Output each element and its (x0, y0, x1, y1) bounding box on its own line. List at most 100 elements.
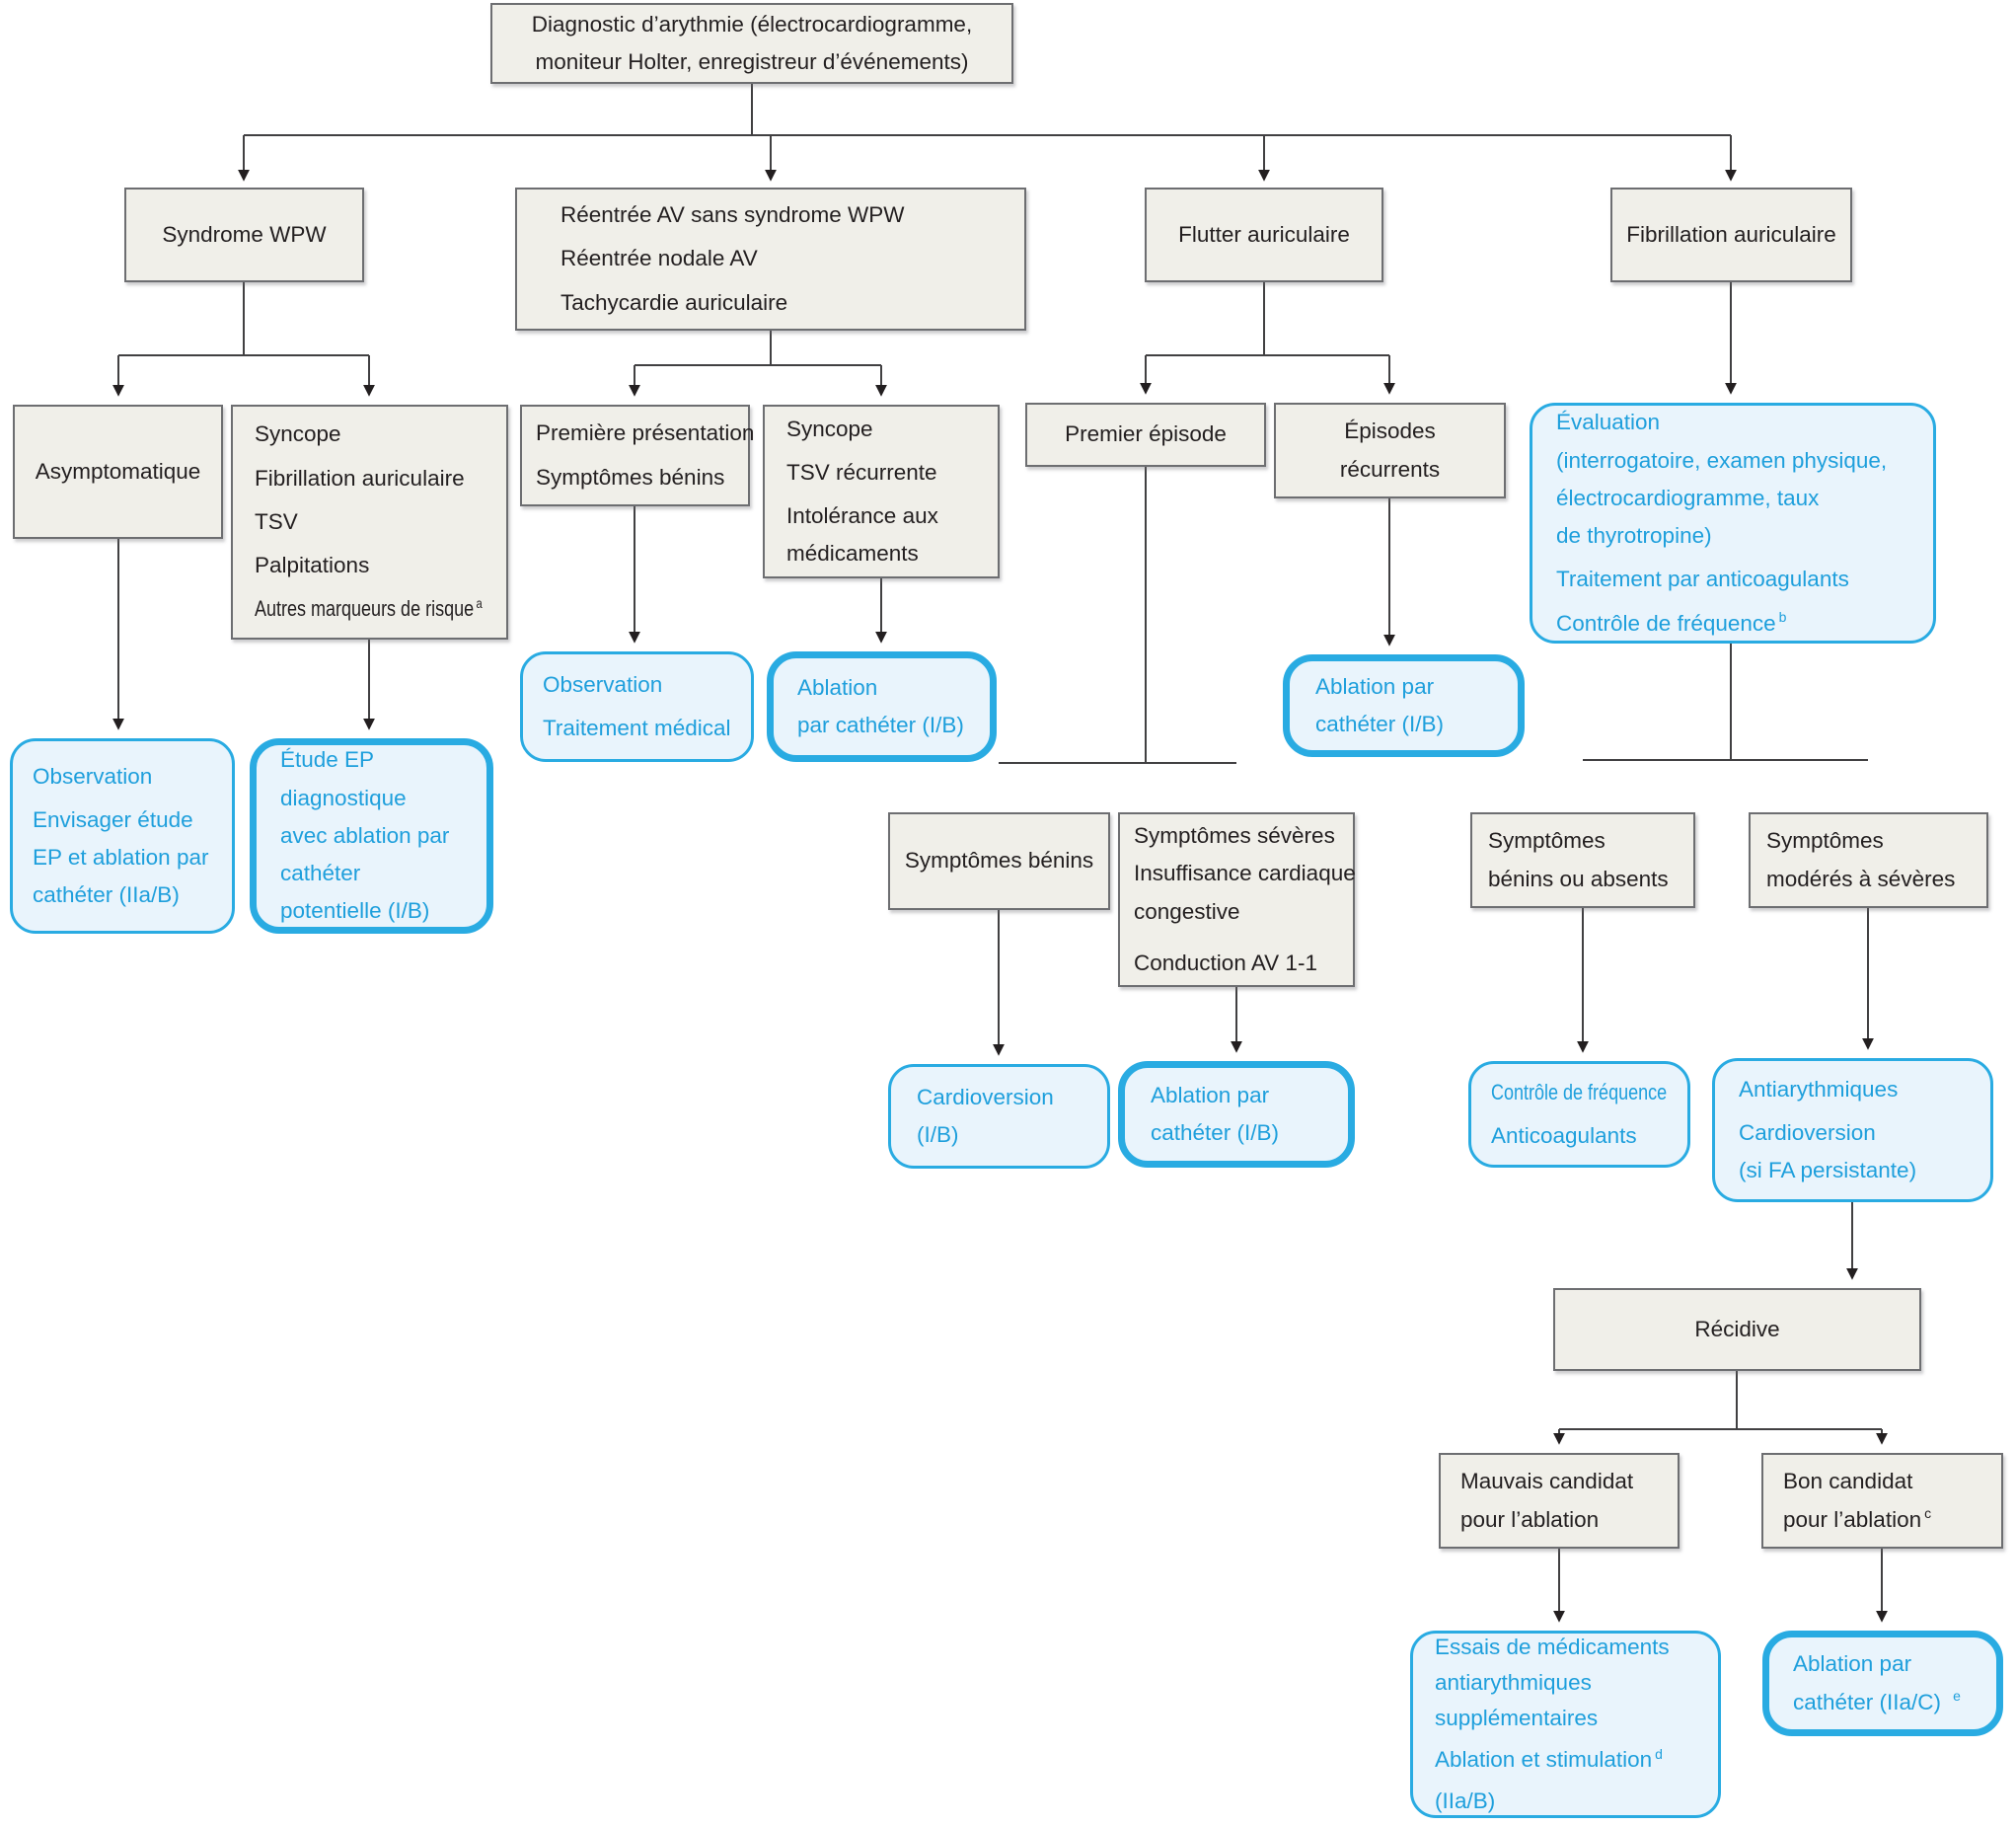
text-line: Contrôle de fréquence (1491, 1079, 1668, 1104)
text-line: Syncope (786, 416, 873, 441)
node-evaluation: Évaluation (interrogatoire, examen physi… (1530, 403, 1936, 644)
text-line: modérés à sévères (1766, 866, 1956, 891)
text-line: Palpitations (255, 553, 370, 578)
text-line: Mauvais candidat (1460, 1469, 1634, 1494)
node-syncope-marqueurs-risque: Syncope Fibrillation auriculaire TSV Pal… (231, 405, 508, 640)
text-line: de thyrotropine) (1556, 523, 1712, 548)
text-line: Fibrillation auriculaire (255, 465, 465, 491)
text-line: Syncope (255, 421, 341, 447)
node-ablation-catheter-ib-reentree: Ablation par cathéter (I/B) (767, 651, 997, 762)
text-line: Anticoagulants (1491, 1123, 1637, 1148)
text-line: Observation (543, 671, 663, 697)
text-line: Symptômes sévères (1134, 823, 1335, 848)
footnote-marker-b: b (1778, 609, 1787, 625)
text-line: pour l’ablation (1460, 1506, 1600, 1532)
text-line: Symptômes (1766, 828, 1884, 854)
footnote-marker-a: a (476, 594, 483, 611)
footnote-marker-e: e (1953, 1688, 1961, 1704)
text-line: Tachycardie auriculaire (560, 289, 788, 315)
text-line: Symptômes bénins (536, 464, 725, 490)
node-reentree-av: Réentrée AV sans syndrome WPW Réentrée n… (515, 188, 1026, 331)
node-premiere-presentation: Première présentation Symptômes bénins (520, 405, 755, 506)
text-line: Première présentation (536, 420, 755, 446)
node-fibrillation-auriculaire: Fibrillation auriculaire (1610, 188, 1852, 282)
text-line: congestive (1134, 898, 1240, 924)
node-premier-episode: Premier épisode (1025, 403, 1266, 467)
text-line: Intolérance aux (786, 503, 938, 528)
text-line: Réentrée nodale AV (560, 246, 758, 271)
node-essais-medicaments-antiarythmiques: Essais de médicaments antiarythmiques su… (1410, 1631, 1721, 1818)
text-line: cathéter (IIa/B) (33, 882, 180, 908)
text-line: Conduction AV 1-1 (1134, 950, 1317, 975)
text-line: Premier épisode (1065, 421, 1227, 447)
node-mauvais-candidat-ablation: Mauvais candidat pour l’ablation (1439, 1453, 1680, 1549)
text-line: récurrents (1339, 456, 1441, 482)
text-line: par cathéter (I/B) (797, 713, 964, 737)
node-asymptomatique: Asymptomatique (13, 405, 223, 539)
node-observation-traitement-medical: Observation Traitement médical (520, 651, 754, 762)
text-line: Flutter auriculaire (1178, 221, 1350, 247)
node-etude-ep-diagnostique: Étude EP diagnostique avec ablation par … (250, 738, 493, 934)
text-line: Ablation (797, 674, 878, 700)
node-flutter-auriculaire: Flutter auriculaire (1145, 188, 1383, 282)
node-antiarythmiques-cardioversion: Antiarythmiques Cardioversion (si FA per… (1712, 1058, 1993, 1202)
text-line: Bon candidat (1783, 1469, 1913, 1494)
text-line: Insuffisance cardiaque (1134, 861, 1356, 886)
node-symptomes-moderes-severes: Symptômes modérés à sévères (1749, 812, 1988, 908)
text-line: Syndrome WPW (162, 221, 327, 247)
text-line: TSV récurrente (786, 459, 937, 485)
text-line: électrocardiogramme, taux (1556, 485, 1820, 510)
node-symptomes-severes: Symptômes sévères Insuffisance cardiaque… (1118, 812, 1356, 987)
text-line: cathéter (I/B) (1315, 712, 1445, 736)
text-line: Traitement médical (543, 716, 731, 740)
node-ablation-catheter-ib-severe: Ablation par cathéter (I/B) (1118, 1061, 1355, 1168)
text-segment: Contrôle de fréquence (1556, 610, 1776, 636)
node-symptomes-benins: Symptômes bénins (888, 812, 1110, 910)
text-line: Épisodes (1344, 418, 1436, 444)
text-line: Fibrillation auriculaire (1626, 221, 1836, 247)
text-line: (IIa/B) (1435, 1788, 1496, 1813)
node-syncope-tsv-recurrente: Syncope TSV récurrente Intolérance aux m… (763, 405, 1000, 578)
text-line: Antiarythmiques (1739, 1076, 1899, 1102)
node-symptomes-benins-absents: Symptômes bénins ou absents (1470, 812, 1695, 908)
text-line: bénins ou absents (1488, 866, 1669, 891)
text-line: Réentrée AV sans syndrome WPW (560, 202, 905, 228)
text-line: diagnostique (280, 785, 407, 810)
text-line: Symptômes bénins (904, 848, 1094, 874)
node-ablation-catheter-iiac: Ablation par cathéter (IIa/C)e (1762, 1631, 2003, 1736)
text-line: cathéter (I/B) (1151, 1120, 1280, 1145)
text-line: moniteur Holter, enregistreur d’événemen… (535, 49, 969, 74)
node-cardioversion-ib: Cardioversion (I/B) (888, 1064, 1110, 1169)
node-ablation-catheter-ib-flutter: Ablation par cathéter (I/B) (1283, 654, 1525, 757)
text-line: Traitement par anticoagulants (1556, 567, 1849, 592)
text-line: Cardioversion (917, 1084, 1054, 1109)
text-line: Ablation par (1315, 673, 1435, 699)
text-line: Récidive (1694, 1316, 1780, 1341)
text-segment: pour l’ablation (1783, 1506, 1922, 1532)
text-line: Évaluation (1556, 410, 1661, 435)
text-line: (si FA persistante) (1739, 1158, 1917, 1183)
text-line: Essais de médicaments (1435, 1635, 1670, 1659)
text-segment: Autres marqueurs de risque (255, 596, 475, 622)
text-line: Envisager étude (33, 806, 193, 832)
text-line: supplémentaires (1435, 1706, 1599, 1730)
footnote-marker-d: d (1655, 1745, 1663, 1762)
text-line: Asymptomatique (35, 458, 201, 484)
footnote-marker-c: c (1924, 1505, 1932, 1521)
text-line: médicaments (786, 541, 919, 567)
text-line: Observation (33, 763, 153, 789)
text-line: cathéter (280, 861, 361, 886)
text-line: potentielle (I/B) (280, 898, 430, 924)
node-observation-envisager-ep: Observation Envisager étude EP et ablati… (10, 738, 235, 934)
text-line: avec ablation par (280, 822, 450, 848)
text-line: Étude EP (280, 747, 375, 773)
text-line: Cardioversion (1739, 1119, 1876, 1145)
text-line: TSV (255, 508, 298, 534)
text-line: (I/B) (917, 1122, 959, 1147)
